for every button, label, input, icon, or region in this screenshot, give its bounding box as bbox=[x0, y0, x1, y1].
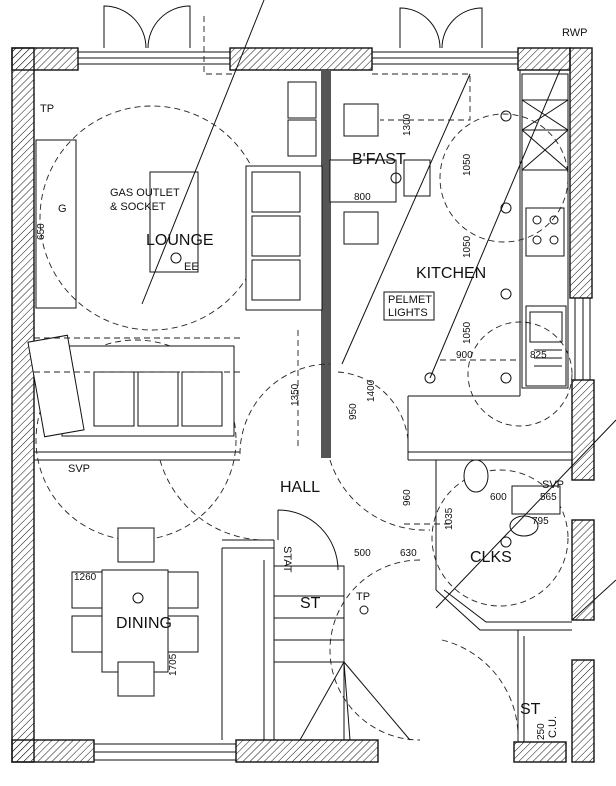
light-point-icon bbox=[500, 536, 512, 548]
room-label-kitchen: KITCHEN bbox=[416, 265, 486, 282]
dim-1050-a: 1050 bbox=[462, 153, 473, 176]
svp-label-clks: SVP bbox=[542, 479, 564, 491]
light-point-icon bbox=[500, 288, 512, 300]
hob-icon bbox=[525, 207, 565, 257]
light-point-icon bbox=[170, 252, 182, 264]
light-point-icon bbox=[424, 372, 436, 384]
dim-1350: 1350 bbox=[290, 383, 301, 406]
room-labels: LOUNGE B'FAST KITCHEN HALL DINING CLKS S… bbox=[116, 151, 541, 718]
service-lines bbox=[34, 0, 616, 621]
dim-1260: 1260 bbox=[74, 572, 97, 583]
room-label-clks: CLKS bbox=[470, 549, 512, 566]
dim-825: 825 bbox=[530, 350, 547, 361]
dim-900: 900 bbox=[456, 350, 473, 361]
light-points bbox=[132, 110, 512, 615]
windows bbox=[78, 5, 591, 761]
gas-outlet-note-2: & SOCKET bbox=[110, 201, 166, 213]
dim-960: 960 bbox=[402, 489, 413, 506]
dim-1300: 1300 bbox=[402, 113, 413, 136]
tp-label-lounge: TP bbox=[40, 103, 54, 115]
light-point-icon bbox=[500, 372, 512, 384]
dim-1050-b: 1050 bbox=[462, 235, 473, 258]
tp-label-hall: TP bbox=[356, 591, 370, 603]
light-point-icon bbox=[500, 202, 512, 214]
kitchen-units bbox=[521, 73, 569, 389]
dim-250: 250 bbox=[536, 723, 547, 740]
room-label-lounge: LOUNGE bbox=[146, 232, 214, 249]
dim-800: 800 bbox=[354, 192, 371, 203]
dim-795: 795 bbox=[532, 516, 549, 527]
pelmet-box bbox=[383, 291, 435, 321]
annotations: GAS OUTLET & SOCKET PELMET LIGHTS SVP SV… bbox=[40, 27, 587, 738]
dim-1705: 1705 bbox=[168, 653, 179, 676]
room-label-hall: HALL bbox=[280, 479, 320, 496]
dimensions: 650 800 1300 1050 1050 1050 900 825 1350… bbox=[36, 113, 557, 740]
internal-walls bbox=[34, 70, 572, 742]
room-label-st-hall: ST bbox=[300, 595, 321, 612]
light-point-icon bbox=[390, 172, 402, 184]
sink-icon bbox=[525, 305, 567, 387]
room-label-bfast: B'FAST bbox=[352, 151, 406, 168]
light-point-icon bbox=[132, 592, 144, 604]
gas-label: G bbox=[58, 203, 67, 215]
dim-500: 500 bbox=[354, 548, 371, 559]
ee-label: EE bbox=[184, 261, 199, 273]
rwp-label: RWP bbox=[562, 27, 587, 39]
gas-outlet-note: GAS OUTLET bbox=[110, 187, 180, 199]
furniture bbox=[27, 81, 561, 741]
dim-950: 950 bbox=[348, 403, 359, 420]
dim-630: 630 bbox=[400, 548, 417, 559]
pelmet-note-2: LIGHTS bbox=[388, 307, 428, 319]
room-label-st-right: ST bbox=[520, 701, 541, 718]
dim-1035: 1035 bbox=[444, 507, 455, 530]
pelmet-note: PELMET bbox=[388, 294, 432, 306]
light-point-icon bbox=[500, 110, 512, 122]
svp-label-left: SVP bbox=[68, 463, 90, 475]
dim-565: 565 bbox=[540, 492, 557, 503]
room-label-dining: DINING bbox=[116, 615, 172, 632]
dim-650: 650 bbox=[36, 223, 47, 240]
dim-1050-c: 1050 bbox=[462, 321, 473, 344]
light-point-icon bbox=[359, 605, 369, 615]
dim-600: 600 bbox=[490, 492, 507, 503]
dim-1400: 1400 bbox=[366, 379, 377, 402]
stat-label: STAT bbox=[281, 546, 293, 573]
cu-label: C.U. bbox=[547, 716, 559, 738]
external-walls bbox=[11, 47, 595, 763]
